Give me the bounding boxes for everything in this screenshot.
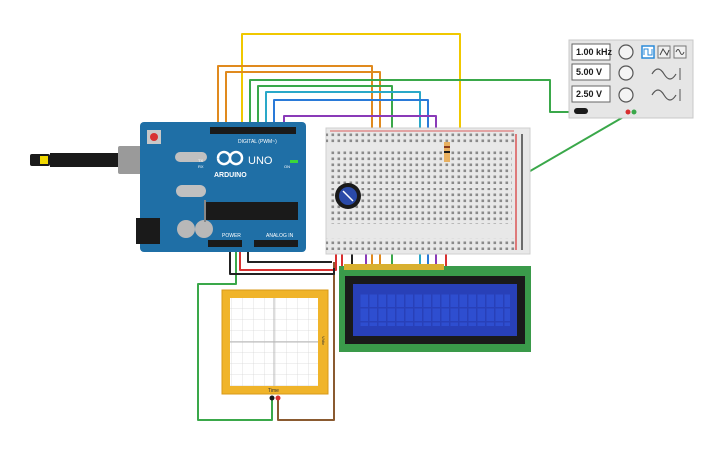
breadboard[interactable]	[325, 127, 531, 255]
lcd-pin-header[interactable]	[344, 264, 444, 270]
terminal-negative[interactable]	[625, 109, 631, 115]
digital-header-label: DIGITAL (PWM~)	[238, 139, 277, 145]
potentiometer[interactable]	[335, 183, 361, 209]
analog-header[interactable]	[254, 240, 298, 247]
power-header[interactable]	[208, 240, 242, 247]
arduino-brand-label: ARDUINO	[214, 172, 247, 179]
arduino-model-label: UNO	[248, 155, 273, 167]
lcd-display[interactable]	[339, 264, 531, 352]
arduino-logo	[216, 150, 244, 166]
wire-brown-scope[interactable]	[277, 262, 335, 421]
square-wave-icon	[643, 48, 653, 56]
analog-header-label: ANALOG IN	[266, 233, 294, 239]
sine-wave-icon	[675, 49, 685, 55]
wire-green-scope[interactable]	[197, 252, 273, 421]
oscilloscope-time-label: Time	[268, 388, 279, 394]
power-toggle[interactable]	[574, 108, 588, 114]
frequency-display: 1.00 kHz	[576, 47, 613, 57]
oscilloscope-voltage-label: V/div	[321, 336, 326, 345]
offset-display: 2.50 V	[576, 89, 602, 99]
offset-knob[interactable]	[618, 87, 634, 103]
power-header-label: POWER	[222, 233, 241, 239]
scope-terminal-positive[interactable]	[275, 395, 281, 401]
wire-yellow[interactable]	[241, 33, 461, 210]
arduino-uno[interactable]: ARDUINO UNO DIGITAL (PWM~) POWER ANALOG …	[136, 122, 306, 252]
triangle-wave-icon	[659, 48, 670, 57]
frequency-knob[interactable]	[618, 44, 634, 60]
wire-black-power[interactable]	[247, 250, 332, 263]
amplitude-display: 5.00 V	[576, 67, 602, 77]
on-label: ON	[284, 164, 290, 169]
wire-black-fg[interactable]	[229, 252, 335, 275]
digital-header[interactable]	[210, 127, 296, 134]
power-led	[290, 160, 298, 163]
scope-terminal-negative[interactable]	[269, 395, 275, 401]
wire-red-power[interactable]	[239, 250, 337, 271]
amplitude-wave-icon	[651, 68, 677, 80]
rx-label: RX	[198, 164, 204, 169]
oscilloscope[interactable]: Time V/div	[221, 289, 329, 401]
offset-wave-icon	[651, 89, 677, 101]
amplitude-knob[interactable]	[618, 65, 634, 81]
tx-label: TX	[198, 158, 203, 163]
usb-cable[interactable]	[30, 146, 158, 174]
terminal-positive[interactable]	[631, 109, 637, 115]
function-generator[interactable]: 1.00 kHz 5.00 V 2.50 V	[568, 39, 694, 119]
